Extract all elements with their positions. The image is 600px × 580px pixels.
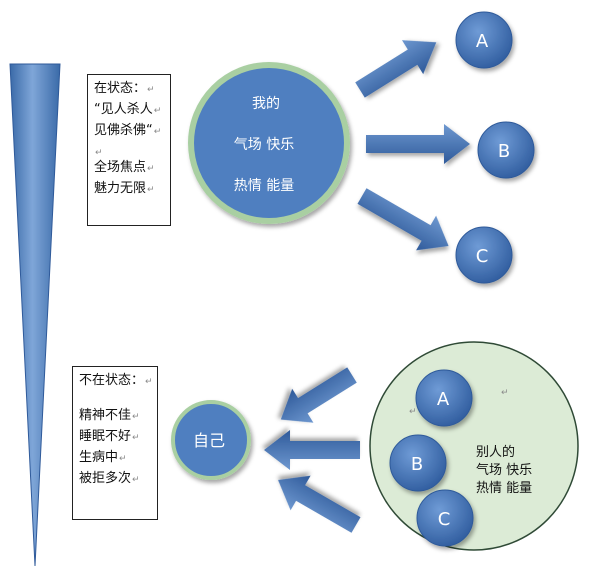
target-c-label: C	[476, 246, 489, 267]
my-energy-line-3: 热情 能量	[234, 178, 294, 194]
other-b-label: B	[411, 454, 423, 475]
not-in-state-note: 不在状态：↵ 精神不佳↵ 睡眠不好↵ 生病中↵ 被拒多次↵	[72, 366, 158, 520]
note-line: 睡眠不好↵	[79, 429, 140, 444]
note-line: ↵	[95, 148, 103, 158]
others-energy-line-1: 别人的	[476, 444, 515, 460]
arrow-from-c	[278, 475, 361, 533]
note-line	[79, 392, 157, 406]
target-a-label: A	[476, 31, 489, 52]
note-line: 全场焦点↵	[94, 160, 155, 175]
my-energy-circle	[188, 62, 350, 224]
note-line: 见佛杀佛“↵	[94, 123, 162, 138]
target-b-ball	[477, 121, 535, 179]
other-a-label: A	[437, 389, 450, 410]
energy-wedge	[9, 63, 61, 567]
arrow-from-a	[280, 367, 357, 423]
note-line: 精神不佳↵	[79, 408, 140, 423]
others-energy-line-3: 热情 能量	[476, 481, 532, 496]
other-c-ball	[416, 489, 474, 547]
note-line: 生病中↵	[79, 450, 127, 465]
paragraph-mark: ↵	[501, 388, 509, 398]
paragraph-mark: ↵	[409, 407, 417, 417]
others-energy-line-2: 气场 快乐	[476, 462, 532, 478]
note-line: 在状态：↵	[94, 81, 155, 96]
target-c-ball	[455, 226, 513, 284]
other-c-label: C	[438, 509, 451, 530]
my-energy-line-2: 气场 快乐	[234, 137, 294, 153]
note-line: 被拒多次↵	[79, 471, 140, 486]
other-b-ball	[389, 434, 447, 492]
target-a-ball	[455, 11, 513, 69]
arrow-to-b	[366, 124, 470, 164]
note-line: 魅力无限↵	[94, 181, 155, 196]
arrow-to-a	[355, 40, 437, 98]
note-line: “见人杀人↵	[94, 102, 162, 117]
my-energy-line-1: 我的	[252, 96, 280, 112]
other-a-ball	[415, 369, 473, 427]
arrow-from-b	[264, 430, 360, 470]
in-state-note: 在状态：↵ “见人杀人↵ 见佛杀佛“↵ ↵ 全场焦点↵ 魅力无限↵	[87, 74, 171, 226]
note-line: 不在状态：↵	[79, 373, 153, 388]
self-label: 自己	[193, 431, 225, 450]
arrow-to-c	[357, 188, 449, 251]
self-circle	[171, 400, 251, 480]
target-b-label: B	[498, 141, 510, 162]
